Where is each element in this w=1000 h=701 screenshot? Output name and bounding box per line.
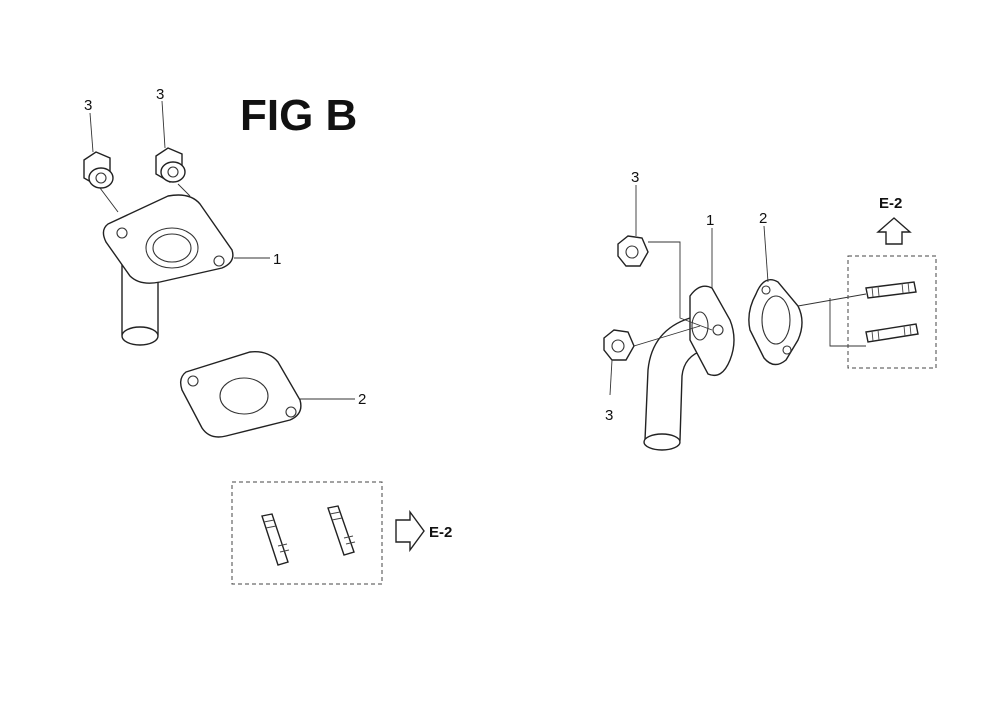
left-reference-label: E-2 (429, 524, 452, 541)
right-studs-box (847, 255, 937, 369)
left-pipe-flange (102, 194, 234, 346)
right-callout-1: 1 (706, 212, 714, 229)
right-callout-2: 2 (759, 210, 767, 227)
right-bolt-lower (603, 329, 635, 361)
left-callout-3b: 3 (156, 86, 164, 103)
left-studs-box (231, 481, 383, 585)
right-stud-upper (865, 281, 917, 299)
left-bolt-b (155, 147, 186, 183)
right-elbow-pipe (643, 285, 735, 451)
right-gasket (748, 279, 803, 366)
left-callout-1: 1 (273, 251, 281, 268)
figure-title: FIG B (240, 91, 357, 140)
right-reference-label: E-2 (879, 195, 902, 212)
right-arrow-icon (395, 509, 425, 553)
right-stud-lower (865, 323, 919, 343)
right-callout-3-lower: 3 (605, 407, 613, 424)
left-bolt-a (83, 151, 114, 189)
left-callout-3a: 3 (84, 97, 92, 114)
left-stud-b (327, 505, 356, 556)
up-arrow-icon (876, 217, 912, 245)
left-callout-2: 2 (358, 391, 366, 408)
left-gasket (179, 351, 302, 438)
left-stud-a (261, 513, 290, 566)
right-bolt-upper (617, 235, 649, 267)
right-callout-3-upper: 3 (631, 169, 639, 186)
